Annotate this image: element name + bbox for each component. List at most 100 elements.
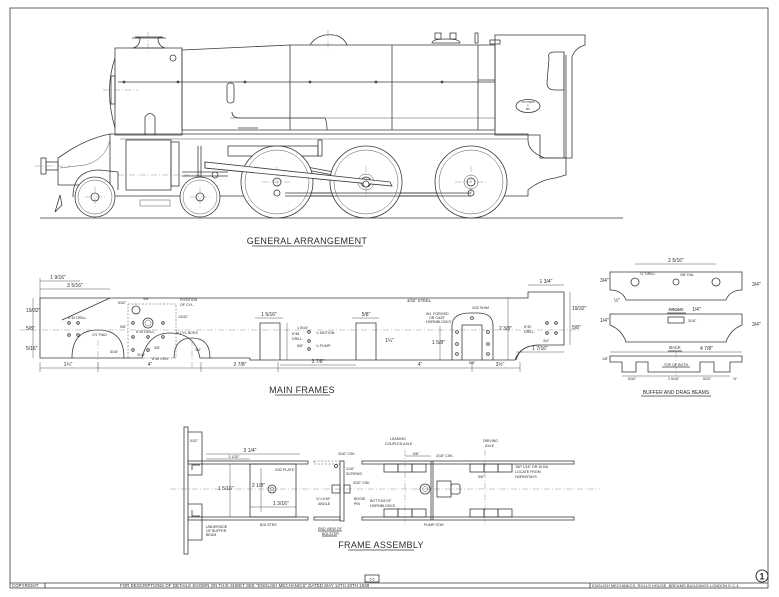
dim-a: 5/32" bbox=[118, 301, 127, 305]
coupled-wheel-3 bbox=[434, 145, 508, 219]
frame-top-right bbox=[361, 460, 575, 465]
sheet-number: 1 bbox=[759, 572, 764, 582]
dim-i: 3/16" bbox=[137, 353, 146, 357]
front-beam bbox=[609, 271, 743, 301]
dim-back-slot-h: 3/16" bbox=[688, 319, 697, 323]
dim-top-b: 5/32" bbox=[703, 377, 712, 381]
label-hornblocks-1: W.I. FORGED bbox=[426, 312, 449, 316]
fa-dim-height: 1 5/16" bbox=[218, 486, 234, 492]
fa-label-driving-1: DRIVING bbox=[483, 439, 498, 443]
boiler bbox=[181, 44, 496, 131]
dome bbox=[309, 34, 348, 46]
frame-top-bolster bbox=[313, 460, 341, 465]
general-arrangement-title: GENERAL ARRANGEMENT bbox=[247, 236, 368, 246]
label-drill-48-2: DRILL bbox=[292, 337, 302, 341]
cab-number-plate bbox=[515, 99, 541, 113]
fa-label-pump-stay: PUMP STAY bbox=[424, 523, 445, 527]
smokebox-door bbox=[109, 57, 116, 129]
dim-c: 5/8" bbox=[120, 325, 127, 329]
cylinder bbox=[125, 139, 172, 191]
fa-label-hex-2: LOCATE FROM bbox=[515, 470, 541, 474]
dim-b: 3/8" bbox=[143, 297, 150, 301]
bogie-splasher bbox=[72, 169, 119, 198]
frame-material-note: 3/32" STEEL bbox=[407, 298, 432, 303]
main-frames-title: MAIN FRAMES bbox=[269, 385, 335, 395]
dim-overall: 4 7/8" bbox=[700, 346, 713, 352]
fa-label-leading-2: COUPLED AXLE bbox=[385, 442, 413, 446]
label-drill-40-lower: 6"40 DRILL bbox=[136, 330, 154, 334]
dim-rear-h1: 19/32" bbox=[572, 306, 587, 312]
dim-rear-bottom: 1 7/16" bbox=[532, 346, 548, 352]
dim-rear-h2: 5/8" bbox=[572, 325, 581, 331]
front-note-drill: ¼" DRILL bbox=[640, 272, 655, 276]
label-position-of-cyl-2: OF CYL. bbox=[180, 303, 194, 307]
label-drill-40-cen: 6"40 CEN. bbox=[152, 357, 169, 361]
dim-front-h: 3/4" bbox=[600, 278, 609, 284]
hornblock bbox=[451, 312, 494, 360]
bolster bbox=[249, 463, 297, 518]
plate-line-2: E bbox=[527, 106, 529, 108]
front-label: FRONT bbox=[669, 307, 684, 312]
fa-label-underside-1: UNDERSIDE bbox=[206, 525, 228, 529]
dim-top-right: ½" bbox=[733, 377, 738, 381]
cab bbox=[494, 34, 586, 159]
dim-left-h1: 19/32" bbox=[26, 308, 41, 314]
dim-e: 5/16" bbox=[110, 350, 119, 354]
bogie-wheel-front bbox=[74, 176, 116, 218]
publisher-text: ENGLISH MECHANICS, ROLLS HOUSE, BREAMS B… bbox=[592, 583, 740, 588]
fa-dim-lead: 5/8" bbox=[413, 452, 420, 456]
fa-label-underside-2: OF BUFFER bbox=[206, 529, 227, 533]
coupled-wheel-1 bbox=[240, 145, 314, 219]
dim-h: 5/8" bbox=[297, 344, 304, 348]
dim-slot-1-w: 1 5/16" bbox=[261, 312, 277, 318]
guard-iron bbox=[54, 194, 63, 213]
label-drill-40-rear-2: DRILL bbox=[524, 330, 534, 334]
dim-slot-2-w: 5/8" bbox=[362, 312, 371, 318]
scale-box bbox=[364, 574, 380, 583]
dim-top-left-outer: 1 9/16" bbox=[50, 275, 66, 281]
dim-bottom-1: 1¼" bbox=[64, 362, 73, 368]
plate-line-3: 857 bbox=[526, 108, 531, 111]
fa-label-driving-2: AXLE bbox=[485, 444, 495, 448]
footer-note: FOR DESCRIPTIONS OF DETAILS SHOWN ON THI… bbox=[120, 583, 370, 588]
dim-back-right-h: 3/4" bbox=[752, 322, 761, 328]
smokebox-saddle bbox=[144, 113, 156, 135]
fa-dim-inner: 3 1/32" bbox=[228, 455, 240, 459]
fa-label-angle-1: ¾"×1/16" bbox=[316, 497, 331, 501]
fa-dim-top-small: 5/32" bbox=[190, 439, 199, 443]
fa-label-end-view-2: BOLSTER bbox=[322, 532, 339, 536]
sheet-border bbox=[9, 7, 769, 589]
fa-label-leading-1: LEADING bbox=[390, 437, 406, 441]
dim-top-left: 1/8" bbox=[602, 357, 609, 361]
label-motion: ¼ MOTION bbox=[316, 331, 335, 335]
general-arrangement-view: SOUTHERN E 857 bbox=[35, 30, 623, 247]
dim-j: 1/4" bbox=[195, 348, 202, 352]
cylinder-bore bbox=[142, 317, 154, 329]
crosshead bbox=[211, 171, 219, 179]
fa-label-csk: 3/16" CSK. bbox=[436, 454, 454, 458]
fa-dim-overall: 3 1/4" bbox=[244, 448, 257, 454]
whistle bbox=[474, 32, 479, 44]
main-frames-view: 1 9/16" 3 5/16" 19/32" 5/8" 5/16" 1¼" 4"… bbox=[20, 275, 587, 396]
fa-label-bottom-horn-2: HORNBLOCKS bbox=[370, 504, 396, 508]
label-drill-40-rear-1: 6"40 bbox=[524, 325, 531, 329]
back-label: BACK bbox=[669, 345, 681, 350]
dim-d: 13/32" bbox=[178, 315, 189, 319]
fa-label-bogie-pin-2: PIN bbox=[354, 502, 360, 506]
fa-dim-drive: 5/8" bbox=[478, 475, 485, 479]
scale-box-text: 5 6 bbox=[370, 578, 375, 582]
dim-bottom-4: 4" bbox=[418, 362, 423, 368]
frame-assembly-view: 3 1/4" 3 1/32" 5/32" 1 5/16" 2 1/8" 1 3/… bbox=[170, 426, 600, 555]
axle-slot-1 bbox=[259, 322, 281, 360]
back-beam bbox=[609, 313, 743, 343]
fa-label-bogie-pin-1: BOGIE bbox=[354, 497, 366, 501]
dim-bottom-3: 2 7/8" bbox=[234, 362, 247, 368]
fa-label-bolster: BOLSTER bbox=[260, 523, 277, 527]
label-position-of-cyl-1: POSITION bbox=[180, 298, 198, 302]
frame-bottom-left bbox=[187, 516, 309, 521]
dim-rear-top: 1 3/4" bbox=[540, 279, 553, 285]
label-hornblocks-2: OR CAST bbox=[429, 316, 446, 320]
fa-label-end-view-1: END VIEW OF bbox=[318, 527, 343, 531]
lubricator bbox=[226, 82, 235, 104]
dim-front-left: ½" bbox=[614, 297, 620, 304]
